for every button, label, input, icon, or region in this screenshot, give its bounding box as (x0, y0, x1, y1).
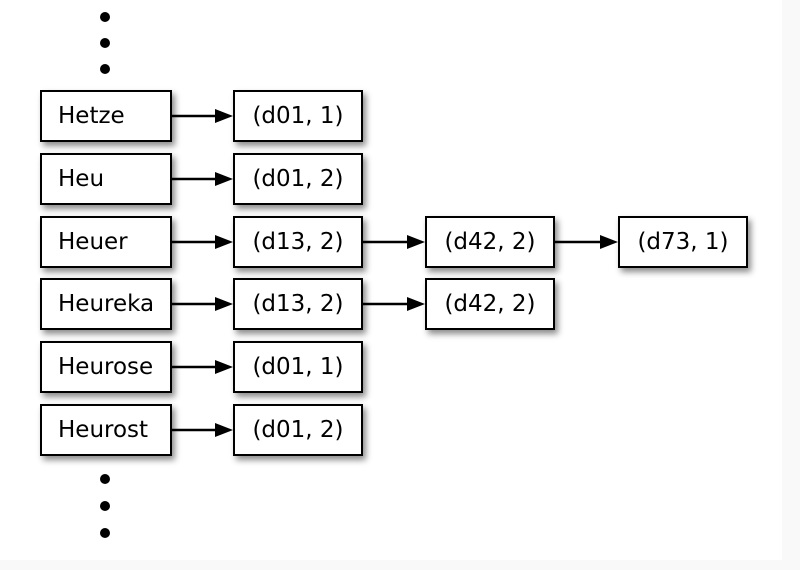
ellipsis-vertical-bottom-icon (100, 474, 110, 538)
term-label: Heuer (58, 229, 128, 255)
dot-icon (100, 12, 110, 22)
term-label: Heurost (58, 417, 149, 443)
diagram-canvas: Hetze (d01, 1) Heu (d01, 2) Heuer (40, 12, 748, 538)
term-box: Heu (40, 153, 172, 205)
posting-box: (d13, 2) (233, 216, 363, 268)
index-row-heurose: Heurose (d01, 1) (40, 341, 363, 393)
term-label: Heurose (58, 354, 154, 380)
term-label: Hetze (58, 103, 125, 129)
index-row-heuer: Heuer (d13, 2) (d42, 2) (d73, 1) (40, 216, 748, 268)
index-row-heurost: Heurost (d01, 2) (40, 404, 363, 456)
posting-box: (d42, 2) (425, 278, 555, 330)
posting-label: (d13, 2) (252, 291, 344, 317)
arrow-right-icon (363, 297, 425, 311)
arrow-right-icon (172, 360, 233, 374)
term-label: Heureka (58, 291, 155, 317)
term-label: Heu (58, 166, 105, 192)
index-row-heu: Heu (d01, 2) (40, 153, 363, 205)
posting-box: (d01, 1) (233, 90, 363, 142)
posting-box: (d42, 2) (425, 216, 555, 268)
dot-icon (100, 38, 110, 48)
posting-label: (d42, 2) (444, 229, 536, 255)
arrow-right-icon (172, 297, 233, 311)
arrow-right-icon (363, 235, 425, 249)
index-row-hetze: Hetze (d01, 1) (40, 90, 363, 142)
term-box: Heuer (40, 216, 172, 268)
posting-box: (d01, 2) (233, 153, 363, 205)
arrow-right-icon (555, 235, 618, 249)
posting-box: (d01, 1) (233, 341, 363, 393)
posting-label: (d13, 2) (252, 229, 344, 255)
term-box: Hetze (40, 90, 172, 142)
arrow-right-icon (172, 172, 233, 186)
posting-label: (d01, 1) (252, 354, 344, 380)
posting-label: (d42, 2) (444, 291, 536, 317)
term-box: Heurose (40, 341, 172, 393)
posting-label: (d01, 2) (252, 417, 344, 443)
arrow-right-icon (172, 109, 233, 123)
posting-box: (d73, 1) (618, 216, 748, 268)
term-box: Heurost (40, 404, 172, 456)
arrow-right-icon (172, 423, 233, 437)
term-box: Heureka (40, 278, 172, 330)
dot-icon (100, 528, 110, 538)
index-row-heureka: Heureka (d13, 2) (d42, 2) (40, 278, 555, 330)
dot-icon (100, 474, 110, 484)
posting-box: (d13, 2) (233, 278, 363, 330)
posting-label: (d73, 1) (637, 229, 729, 255)
posting-label: (d01, 1) (252, 103, 344, 129)
arrow-right-icon (172, 235, 233, 249)
posting-label: (d01, 2) (252, 166, 344, 192)
posting-box: (d01, 2) (233, 404, 363, 456)
ellipsis-vertical-top-icon (100, 12, 110, 74)
dot-icon (100, 64, 110, 74)
dot-icon (100, 501, 110, 511)
